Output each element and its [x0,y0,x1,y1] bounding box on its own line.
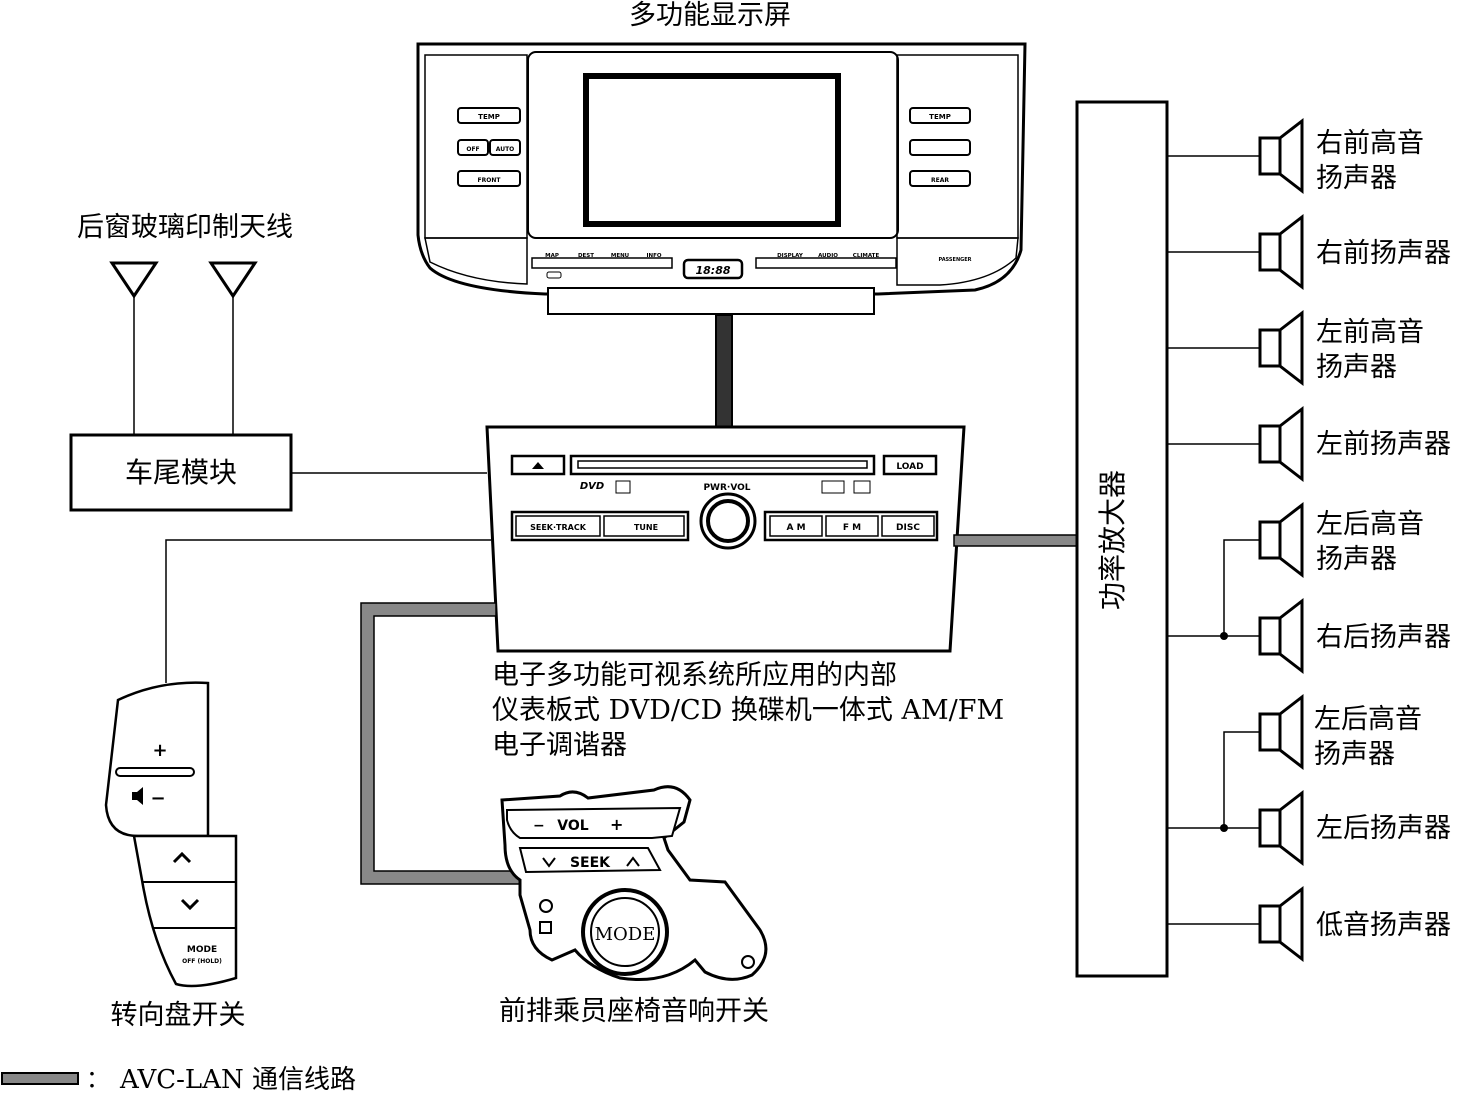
display-left-buttons: TEMP OFF AUTO FRONT [457,107,521,187]
speaker-front-left: 左前扬声器 [1258,405,1451,483]
chevron-up-icon [172,851,192,864]
speaker-label-7a: 左后高音 [1314,704,1422,735]
btn-display: DISPLAY [777,253,804,259]
speaker-rear-right: 右后扬声器 [1258,597,1451,675]
speaker-mute-icon [132,787,143,805]
display-screen [583,73,841,227]
load-button [882,454,938,476]
btn-climate: CLIMATE [853,253,880,259]
speaker-subwoofer: 低音扬声器 [1258,885,1451,963]
left-off-label: OFF [466,146,479,153]
seat-vol-minus: − [533,818,545,834]
seek-track-button [515,515,601,537]
speaker-front-right: 右前扬声器 [1258,213,1451,291]
speaker-label-1b: 扬声器 [1316,163,1397,194]
speaker-label-7b: 扬声器 [1314,739,1395,770]
head-unit-caption-1: 电子多功能可视系统所应用的内部 [492,660,897,691]
speaker-label-3b: 扬声器 [1316,352,1397,383]
disc-button [881,515,935,537]
power-amplifier: 功率放大器 [1075,100,1169,978]
load-label: LOAD [896,462,923,472]
steering-plus: + [152,740,167,761]
display-title: 多功能显示屏 [629,0,791,31]
seat-mode-label: MODE [595,924,656,945]
right-rear-label: REAR [931,177,949,184]
speaker-front-right-tweeter: 右前高音 扬声器 [1258,117,1424,195]
speaker-label-6: 右后扬声器 [1316,622,1451,653]
legend-swatch [1,1072,79,1085]
seat-audio-switch: − VOL + SEEK MODE 前排乘员座椅音响开关 [499,785,769,1027]
legend: ： AVC-LAN 通信线路 [1,1065,356,1094]
btn-audio: AUDIO [818,253,838,259]
seat-vol-plus: + [610,815,623,834]
btn-map: MAP [545,253,559,259]
rear-window-antenna: 后窗玻璃印制天线 [77,212,293,435]
right-temp-label: TEMP [929,113,951,121]
dvd-logo: DVD [580,481,604,492]
am-label: A M [786,523,805,533]
chevron-down-icon [180,898,200,911]
fm-label: F M [843,523,861,533]
legend-text: AVC-LAN 通信线路 [119,1065,356,1094]
legend-colon: ： [86,1065,110,1093]
steering-mode: MODE [187,945,217,955]
speaker-label-2: 右前扬声器 [1316,238,1451,269]
btn-dest: DEST [578,253,594,259]
speaker-front-left-tweeter: 左前高音 扬声器 [1258,309,1424,387]
rear-module-label: 车尾模块 [125,456,237,489]
head-unit: LOAD DVD PWR·VOL SEEK·TRACK TUNE A M F M… [485,425,966,653]
display-right-buttons: TEMP REAR [909,107,971,187]
steering-mode-sub: OFF (HOLD) [182,958,222,965]
clock-box [682,258,744,280]
antenna-label: 后窗玻璃印制天线 [77,212,293,243]
tune-label: TUNE [634,523,658,532]
speaker-label-8: 左后扬声器 [1316,813,1451,844]
am-button [769,515,823,537]
tune-button [603,515,685,537]
speaker-label-4: 左前扬声器 [1316,429,1451,460]
speaker-rear-left-tweeter-2: 左后高音 扬声器 [1258,693,1422,771]
clock-readout: 18:88 [695,264,730,277]
amplifier-label: 功率放大器 [1096,470,1129,610]
seek-track-label: SEEK·TRACK [530,523,587,532]
speaker-label-3a: 左前高音 [1316,317,1424,348]
seat-seek-label: SEEK [570,855,611,871]
head-unit-caption-3: 电子调谐器 [492,730,627,761]
eject-icon [532,462,544,469]
disc-label: DISC [896,523,920,533]
left-auto-label: AUTO [496,146,515,153]
speaker-label-1a: 右前高音 [1316,128,1424,159]
speaker-label-9: 低音扬声器 [1316,910,1451,941]
speaker-wiring [1167,155,1260,925]
passenger-label: PASSENGER [938,257,971,263]
head-unit-caption-2: 仪表板式 DVD/CD 换碟机一体式 AM/FM [492,695,1004,726]
steering-wheel-switch: + − MODE OFF (HOLD) 转向盘开关 [104,681,246,1031]
btn-info: INFO [646,253,661,259]
rear-module: 车尾模块 [69,433,293,512]
pwr-vol-label: PWR·VOL [703,483,750,493]
seat-vol-label: VOL [557,818,588,834]
steering-switch-label: 转向盘开关 [111,1000,246,1031]
steering-minus: − [150,788,165,809]
multi-function-display: 多功能显示屏 TEMP OFF AUTO FRONT TEMP REAR [416,0,1027,315]
speaker-rear-left: 左后扬声器 [1258,789,1451,867]
left-front-label: FRONT [478,177,502,184]
speaker-label-5b: 扬声器 [1316,544,1397,575]
speaker-label-5a: 左后高音 [1316,509,1424,540]
seat-switch-label: 前排乘员座椅音响开关 [499,996,769,1027]
speaker-rear-left-tweeter: 左后高音 扬声器 [1258,501,1424,579]
fm-button [825,515,879,537]
left-temp-label: TEMP [478,113,500,121]
display-bottom-buttons: MAP DEST MENU INFO DISPLAY AUDIO CLIMATE… [531,253,972,280]
btn-menu: MENU [611,253,629,259]
